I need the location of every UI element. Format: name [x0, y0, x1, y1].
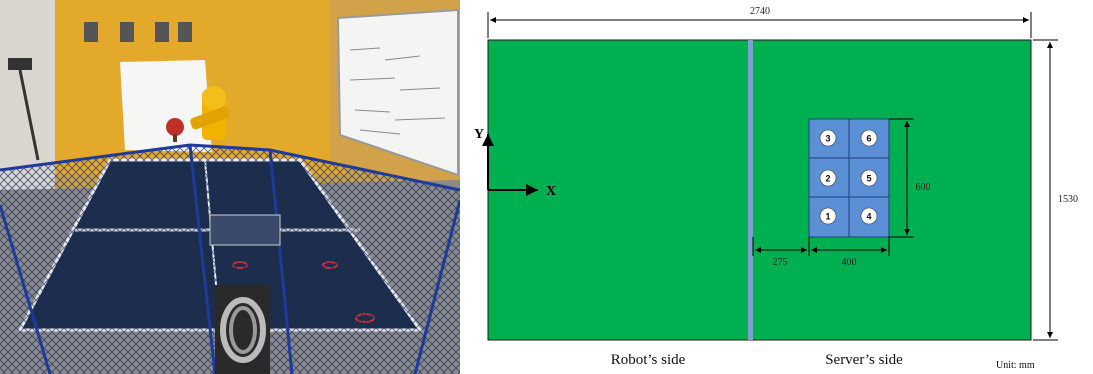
center-net	[748, 40, 753, 340]
net-frame	[0, 143, 460, 192]
white-curtain	[120, 60, 212, 152]
ceiling-light	[120, 22, 134, 42]
lab-photo	[0, 0, 460, 374]
net-pole	[0, 204, 52, 374]
whiteboard-writing	[349, 47, 446, 135]
ceiling-light	[178, 22, 192, 42]
net-pole	[413, 199, 460, 374]
x-axis-label: X	[546, 184, 556, 199]
zone-number-6: 6	[866, 134, 871, 144]
ceiling-light	[84, 22, 98, 42]
table-length-label: 2740	[750, 6, 770, 17]
net-pole	[268, 149, 294, 374]
y-axis-label: Y	[474, 127, 484, 142]
zone-number-1: 1	[825, 212, 830, 222]
zone-marker-5	[860, 169, 878, 187]
zone-number-5: 5	[866, 174, 871, 184]
zone-marker-6	[860, 129, 878, 147]
gap-label: 275	[773, 257, 788, 268]
zone-marker-4	[860, 207, 878, 225]
table-diagram: 2740 1530 Y X 3 6 2 5 1 4 600 275	[474, 6, 1078, 371]
unit-label: Unit: mm	[996, 360, 1035, 371]
ceiling-light	[155, 22, 169, 42]
net-pole	[188, 144, 217, 374]
zone-marker-1	[819, 207, 837, 225]
server-side-label: Server’s side	[825, 352, 903, 368]
camera-icon	[8, 58, 40, 161]
zone-width-label: 400	[842, 257, 857, 268]
zone-number-3: 3	[825, 134, 830, 144]
zone-marker-2	[819, 169, 837, 187]
table-width-label: 1530	[1058, 194, 1078, 205]
zone-number-2: 2	[825, 174, 830, 184]
zone-number-4: 4	[866, 212, 871, 222]
ball-launcher-icon	[209, 214, 281, 374]
zone-height-label: 600	[916, 182, 931, 193]
zone-marker-3	[819, 129, 837, 147]
whiteboard-icon	[336, 8, 459, 177]
table-surface	[487, 39, 1032, 341]
target-zones: 3 6 2 5 1 4	[808, 118, 890, 238]
net-icon	[0, 145, 460, 374]
robot-side-label: Robot’s side	[611, 352, 686, 368]
robot-arm-icon	[166, 86, 230, 142]
